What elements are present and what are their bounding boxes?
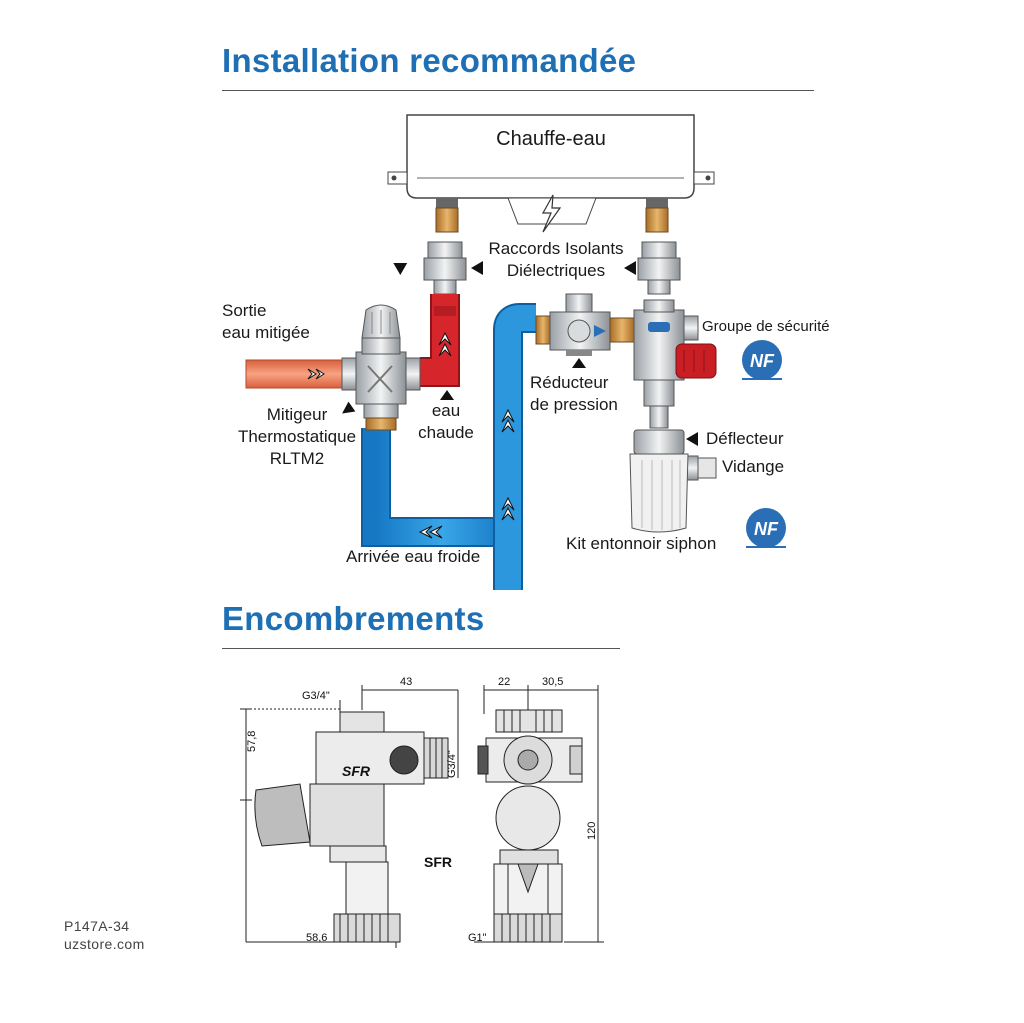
- label-hot-water: eau chaude: [408, 400, 484, 444]
- pointer-arrow: [393, 262, 408, 276]
- label-reducer-line2: de pression: [530, 395, 618, 414]
- dimension-drawing-side: SFR: [240, 685, 459, 948]
- dim-22: 22: [498, 676, 511, 688]
- dim-30-5: 30,5: [542, 676, 564, 688]
- label-pressure-reducer: Réducteur de pression: [530, 372, 618, 416]
- cold-water-pipe: [361, 303, 536, 590]
- dim-58-6: 58,6: [306, 932, 328, 944]
- dim-g1: G1": [468, 932, 487, 944]
- svg-text:NF: NF: [750, 351, 775, 371]
- heading-rule: [222, 648, 620, 649]
- dimension-drawing-front: [474, 685, 604, 943]
- label-dielectric-line2: Diélectriques: [506, 261, 606, 280]
- mixed-water-pipe: [245, 359, 343, 389]
- water-heater: [387, 114, 715, 233]
- pointer-arrow: [440, 390, 454, 400]
- dim-sfr-label: SFR: [424, 854, 452, 870]
- label-mixed-outlet: Sortie eau mitigée: [222, 300, 310, 344]
- label-safety-group: Groupe de sécurité: [702, 318, 830, 335]
- safety-group: [609, 299, 717, 429]
- label-cold-inlet: Arrivée eau froide: [346, 547, 481, 566]
- dim-43: 43: [400, 676, 413, 688]
- thermostatic-mixer: [341, 304, 421, 431]
- heading-dimensions: Encombrements: [222, 600, 485, 637]
- label-deflector: Déflecteur: [706, 429, 784, 448]
- label-reducer-line1: Réducteur: [530, 373, 609, 392]
- label-mixer-line3: RLTM2: [269, 449, 325, 468]
- label-water-heater: Chauffe-eau: [496, 128, 606, 150]
- dim-57-8: 57,8: [246, 730, 258, 752]
- heading-installation: Installation recommandée: [222, 42, 637, 79]
- label-mixed-outlet-line1: Sortie: [222, 301, 267, 320]
- footer-site: uzstore.com: [64, 936, 145, 952]
- nf-logo: NF: [746, 508, 786, 548]
- label-hot-water-line1: eau: [431, 401, 461, 420]
- pointer-arrow: [572, 358, 586, 368]
- nf-logo: NF: [742, 340, 782, 380]
- label-siphon-kit: Kit entonnoir siphon: [566, 534, 717, 553]
- svg-text:SFR: SFR: [342, 763, 371, 779]
- pointer-arrow: [471, 261, 483, 275]
- svg-text:NF: NF: [754, 519, 779, 539]
- label-dielectric-unions: Raccords Isolants Diélectriques: [476, 238, 636, 282]
- lightning-icon: [541, 194, 562, 233]
- hot-water-pipe: [420, 294, 460, 387]
- label-mixer-line1: Mitigeur: [266, 405, 328, 424]
- dielectric-union-right: [637, 241, 681, 295]
- label-drain: Vidange: [722, 457, 785, 476]
- label-thermostatic-mixer: Mitigeur Thermostatique RLTM2: [232, 404, 362, 470]
- label-mixed-outlet-line2: eau mitigée: [222, 323, 310, 342]
- pointer-arrow: [624, 261, 636, 275]
- label-mixer-line2: Thermostatique: [237, 427, 357, 446]
- flow-chevron: [418, 408, 515, 539]
- dim-g34-side: G3/4": [446, 750, 458, 778]
- heater-outlet-right: [645, 198, 669, 233]
- dim-g34-top: G3/4": [302, 690, 330, 702]
- dielectric-union-left: [423, 241, 467, 295]
- dim-120: 120: [586, 821, 598, 840]
- footer-ref: P147A-34: [64, 918, 130, 934]
- pointer-arrow: [686, 432, 698, 446]
- pointer-arrow: [342, 401, 356, 414]
- heater-outlet-left: [435, 198, 459, 233]
- heading-rule: [222, 90, 814, 91]
- pressure-reducer: [535, 293, 611, 356]
- label-hot-water-line2: chaude: [418, 423, 474, 442]
- siphon-kit: [629, 429, 717, 533]
- label-dielectric-line1: Raccords Isolants: [488, 239, 624, 258]
